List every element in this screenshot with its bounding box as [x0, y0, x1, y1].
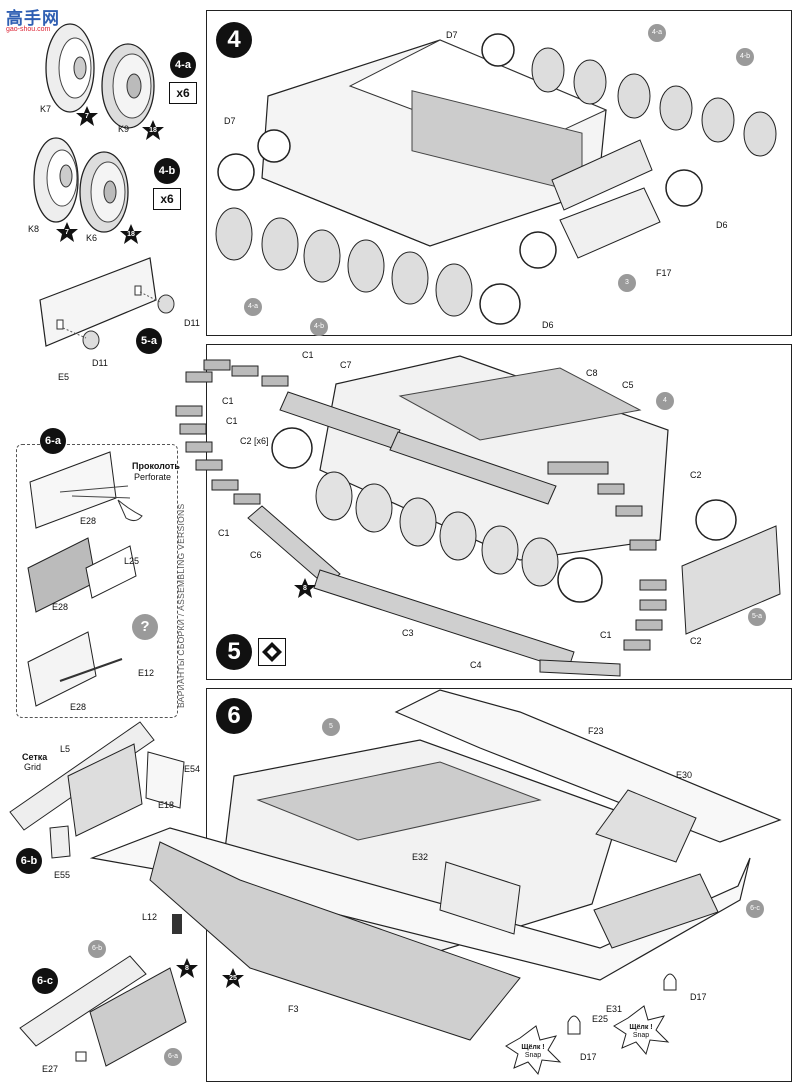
label-f17: F17 — [656, 268, 672, 278]
perforate-label-ru: Проколоть — [132, 461, 180, 471]
ref-badge-6b: 6-b — [88, 940, 106, 958]
snap-label-ru-left: Щёлк ! — [521, 1044, 545, 1051]
grid-label-ru: Сетка — [22, 752, 48, 762]
part-label-e54: E54 — [184, 764, 201, 774]
step-badge-6b: 6-b — [16, 848, 42, 874]
part-label-e5: E5 — [58, 372, 70, 382]
step-4-panel — [206, 10, 792, 336]
part-label-e28-a: E28 — [80, 516, 97, 526]
part-label-d11-upper: D11 — [184, 318, 200, 328]
label-c1-a: C1 — [302, 350, 314, 360]
grid-label-en: Grid — [24, 762, 42, 772]
snap-label-en-left: Snap — [524, 1052, 542, 1059]
snap-callout-right: Щёлк ! Snap — [616, 1024, 666, 1040]
part-label-e55: E55 — [54, 870, 71, 880]
sprue-star-18b: 18 — [120, 224, 142, 244]
label-c3: C3 — [402, 628, 414, 638]
part-label-k9: K9 — [118, 124, 130, 134]
label-e31: E31 — [606, 1004, 623, 1014]
label-c1-c: C1 — [226, 416, 238, 426]
snap-callout-left: Щёлк ! Snap — [508, 1044, 558, 1060]
perforate-label-en: Perforate — [134, 472, 172, 482]
part-label-l5: L5 — [60, 744, 71, 754]
label-d7-top: D7 — [446, 30, 458, 40]
ref-badge-4: 4 — [656, 392, 674, 410]
step-5-panel — [206, 344, 792, 680]
sprue-star-7a: 7 — [76, 106, 98, 126]
ref-badge-6c: 6-c — [746, 900, 764, 918]
step-badge-6c: 6-c — [32, 968, 58, 994]
sprue-star-8-step6: 8 — [176, 958, 198, 978]
assembling-versions-caption: ВАРИАНТЫ СБОРКИ / ASSEMBLING VERSIONS — [176, 503, 186, 708]
sprue-star-25: 25 — [222, 968, 244, 988]
step-badge-5a: 5-a — [136, 328, 162, 354]
step-5-number: 5 — [216, 634, 252, 670]
part-label-e12: E12 — [138, 668, 155, 678]
label-d7-left: D7 — [224, 116, 236, 126]
label-d17-bottom: D17 — [580, 1052, 597, 1062]
snap-label-ru-right: Щёлк ! — [629, 1024, 653, 1031]
step-6-panel — [206, 688, 792, 1082]
step-6-number: 6 — [216, 698, 252, 734]
label-f3: F3 — [288, 1004, 299, 1014]
label-d17-right: D17 — [690, 992, 707, 1002]
sprue-star-7b: 7 — [56, 222, 78, 242]
label-f23: F23 — [588, 726, 604, 736]
step-4-number: 4 — [216, 22, 252, 58]
label-c1-d: C1 — [218, 528, 230, 538]
ref-badge-5: 5 — [322, 718, 340, 736]
ref-badge-4b-bottom: 4-b — [310, 318, 328, 336]
watermark-logo: 高手网 gao-shou.com — [2, 4, 80, 42]
label-c2-a: C2 — [690, 470, 702, 480]
label-e32: E32 — [412, 852, 429, 862]
ref-badge-4b-top: 4-b — [736, 48, 754, 66]
quantity-4b: x6 — [153, 188, 181, 210]
step-badge-6a: 6-a — [40, 428, 66, 454]
part-label-d11-lower: D11 — [92, 358, 108, 368]
flip-view-icon — [258, 638, 286, 666]
label-c4: C4 — [470, 660, 482, 670]
part-label-k8: K8 — [28, 224, 40, 234]
label-d6-right: D6 — [716, 220, 728, 230]
label-c1-e: C1 — [600, 630, 612, 640]
label-c1-b: C1 — [222, 396, 234, 406]
sprue-star-8-step5: 8 — [294, 578, 316, 598]
label-c5: C5 — [622, 380, 634, 390]
ref-badge-4a-bottom: 4-a — [244, 298, 262, 316]
part-label-e28-b: E28 — [52, 602, 69, 612]
snap-label-en-right: Snap — [632, 1032, 650, 1039]
step-badge-4a: 4-a — [170, 52, 196, 78]
label-c6: C6 — [250, 550, 262, 560]
label-d6-bottom: D6 — [542, 320, 554, 330]
label-c2-b: C2 — [690, 636, 702, 646]
quantity-4a: x6 — [169, 82, 197, 104]
label-e30: E30 — [676, 770, 693, 780]
label-c2-x6: C2 [x6] — [240, 436, 269, 446]
part-label-e28-c: E28 — [70, 702, 87, 712]
question-icon: ? — [132, 614, 158, 640]
label-l12: L12 — [142, 912, 158, 922]
watermark-url: gao-shou.com — [6, 26, 51, 33]
variants-box — [16, 444, 178, 718]
ref-badge-6a: 6-a — [164, 1048, 182, 1066]
part-label-l25: L25 — [124, 556, 140, 566]
ref-badge-4a-top: 4-a — [648, 24, 666, 42]
part-label-k6: K6 — [86, 233, 98, 243]
step-badge-4b: 4-b — [154, 158, 180, 184]
label-c7: C7 — [340, 360, 352, 370]
part-label-k7: K7 — [40, 104, 52, 114]
ref-badge-5a: 5-a — [748, 608, 766, 626]
part-label-e18: E18 — [158, 800, 175, 810]
label-e25: E25 — [592, 1014, 609, 1024]
ref-badge-3: 3 — [618, 274, 636, 292]
sprue-star-18a: 18 — [142, 120, 164, 140]
label-c8: C8 — [586, 368, 598, 378]
part-label-e27: E27 — [42, 1064, 59, 1074]
